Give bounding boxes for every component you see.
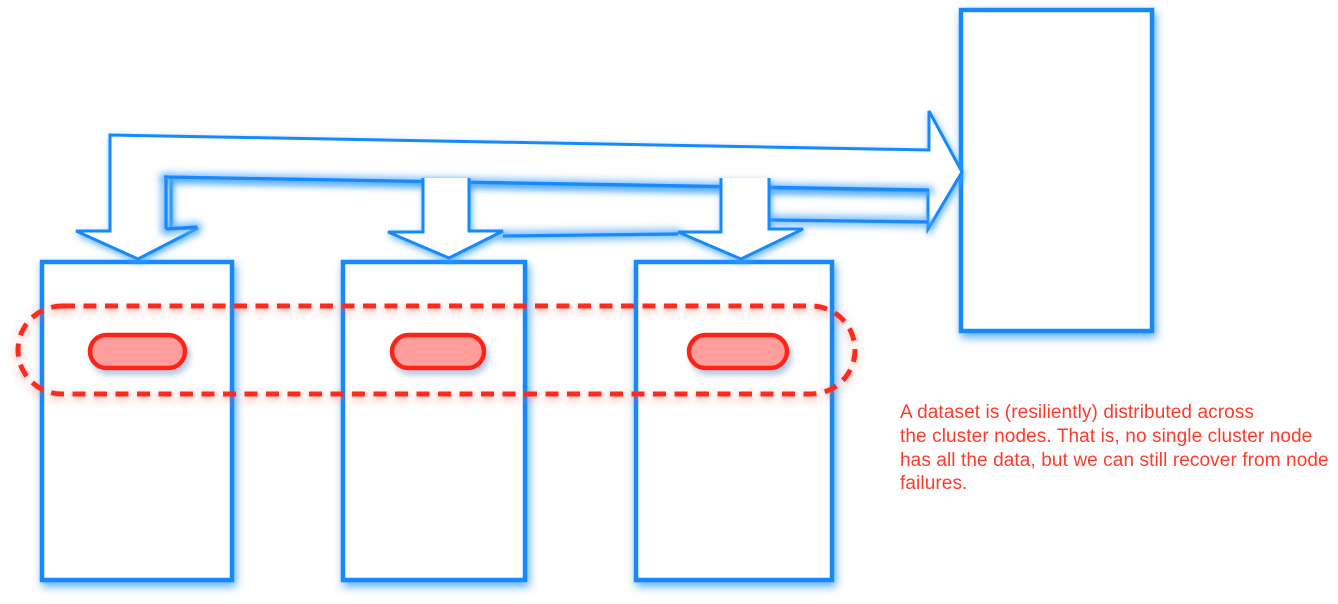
arrow-band-top-edge — [163, 175, 930, 192]
distribution-arrow-node-3 — [677, 178, 804, 261]
partition-pill-2 — [389, 332, 487, 371]
distribution-arrow-node-2 — [387, 178, 504, 260]
caption-line-3: has all the data, but we can still recov… — [900, 449, 1329, 471]
partition-pill-1 — [87, 332, 188, 371]
cluster-node-3 — [633, 259, 835, 583]
caption-line-4: failures. — [900, 473, 968, 495]
arrow-band-left-diagonal — [165, 225, 198, 231]
partition-pill-3 — [686, 332, 790, 371]
cluster-node-2 — [340, 259, 528, 583]
arrow-band-bottom-edge-2 — [768, 218, 929, 224]
caption-line-1: A dataset is (resiliently) distributed a… — [900, 402, 1255, 423]
caption-line-2: the cluster nodes. That is, no single cl… — [900, 425, 1313, 447]
arrow-band-bottom-edge-1 — [502, 232, 679, 238]
dataset-box — [958, 7, 1155, 334]
dataset-boundary-dashed — [15, 303, 858, 397]
cluster-node-1 — [39, 259, 235, 583]
caption-text: A dataset is (resiliently) distributed a… — [900, 401, 1338, 496]
